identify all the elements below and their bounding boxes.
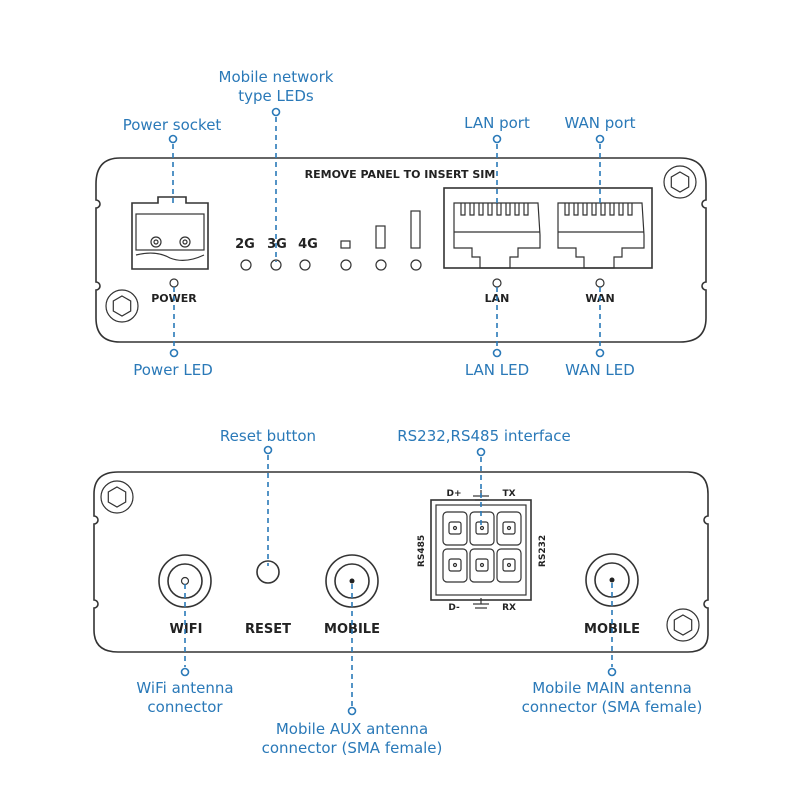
back-panel: WIFI RESET MOBILE <box>93 471 709 653</box>
rs485-label: RS485 <box>417 535 427 567</box>
3g-label: 3G <box>267 237 287 252</box>
callout-mobile-network-leds-1: Mobile network <box>219 68 334 86</box>
signal-led-1-icon <box>340 259 352 271</box>
power-led-icon <box>169 278 179 288</box>
callout-lan-port: LAN port <box>464 114 530 132</box>
mobile-main-antenna-connector-icon <box>585 553 639 607</box>
signal-bar-1-icon <box>340 240 351 249</box>
callout-wan-port: WAN port <box>564 114 635 132</box>
signal-bar-3-icon <box>410 210 421 249</box>
lan-port-icon <box>453 202 541 269</box>
screw-icon <box>666 608 700 642</box>
ethernet-block <box>443 187 653 269</box>
callout-wifi-1: WiFi antenna <box>136 679 233 697</box>
callout-wan-led: WAN LED <box>565 361 635 379</box>
callout-lan-led: LAN LED <box>465 361 529 379</box>
callout-reset-button: Reset button <box>220 427 316 445</box>
wifi-label: WIFI <box>170 622 203 637</box>
screw-icon <box>105 289 139 323</box>
rs232-label: RS232 <box>538 535 548 567</box>
callout-main-1: Mobile MAIN antenna <box>532 679 692 697</box>
d-plus-label: D+ <box>446 489 461 499</box>
3g-led-icon <box>270 259 282 271</box>
wan-led-icon <box>595 278 605 288</box>
callout-serial-interface: RS232,RS485 interface <box>397 427 571 445</box>
reset-button[interactable] <box>256 560 280 584</box>
rx-label: RX <box>502 603 516 613</box>
callout-power-led: Power LED <box>133 361 213 379</box>
4g-label: 4G <box>298 237 318 252</box>
front-panel-outline <box>95 157 707 343</box>
2g-label: 2G <box>235 237 255 252</box>
front-callouts: Mobile network type LEDs Power socket LA… <box>123 68 636 379</box>
d-minus-label: D- <box>448 603 460 613</box>
lan-led-icon <box>492 278 502 288</box>
serial-connector-icon <box>430 490 532 609</box>
2g-led-icon <box>240 259 252 271</box>
tx-label: TX <box>502 489 515 499</box>
wan-port-icon <box>557 202 645 269</box>
callout-power-socket: Power socket <box>123 116 222 134</box>
back-panel-outline <box>93 471 709 653</box>
screw-icon <box>100 480 134 514</box>
wifi-antenna-connector-icon <box>158 554 212 608</box>
callout-main-2: connector (SMA female) <box>522 698 703 716</box>
mobile-aux-antenna-connector-icon <box>325 554 379 608</box>
screw-icon <box>663 165 697 199</box>
front-panel: REMOVE PANEL TO INSERT SIM POWER 2G 3G 4… <box>95 157 707 343</box>
back-callouts: Reset button RS232,RS485 interface WiFi … <box>136 427 702 757</box>
sim-panel-text: REMOVE PANEL TO INSERT SIM <box>305 168 496 181</box>
callout-aux-1: Mobile AUX antenna <box>276 720 428 738</box>
reset-label: RESET <box>245 622 291 637</box>
signal-led-3-icon <box>410 259 422 271</box>
power-socket-icon <box>131 196 209 270</box>
signal-led-2-icon <box>375 259 387 271</box>
signal-bar-2-icon <box>375 225 386 249</box>
callout-wifi-2: connector <box>147 698 223 716</box>
ground-icon <box>473 598 489 609</box>
callout-aux-2: connector (SMA female) <box>262 739 443 757</box>
4g-led-icon <box>299 259 311 271</box>
callout-mobile-network-leds-2: type LEDs <box>238 87 314 105</box>
